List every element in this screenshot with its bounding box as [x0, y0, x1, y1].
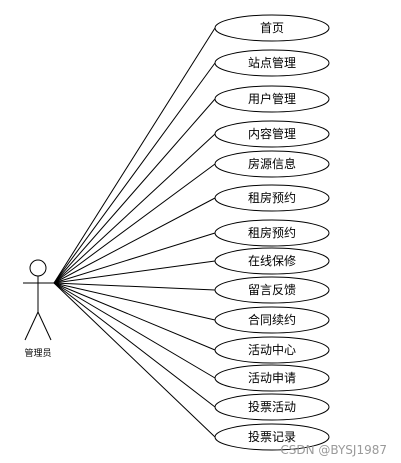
use-case-label: 投票活动 — [248, 399, 296, 414]
actor-left-leg — [24, 311, 39, 341]
association-line — [53, 282, 216, 351]
use-case-node: 活动中心 — [214, 336, 330, 364]
use-case-label: 租房预约 — [248, 225, 296, 240]
use-case-label: 合同续约 — [248, 312, 296, 327]
use-case-node: 合同续约 — [214, 306, 330, 334]
use-case-ellipse — [214, 85, 330, 113]
watermark: CSDN @BYSJ1987 — [280, 443, 387, 457]
use-case-ellipse — [214, 49, 330, 77]
associations — [53, 27, 216, 438]
association-line — [53, 62, 216, 284]
use-case-node: 首页 — [214, 14, 330, 42]
use-case-ellipse — [214, 336, 330, 364]
use-case-node: 房源信息 — [214, 150, 330, 178]
use-case-node: 用户管理 — [214, 85, 330, 113]
use-case-node: 在线保修 — [214, 247, 330, 275]
association-line — [53, 232, 216, 284]
actor-head — [29, 259, 47, 277]
use-case-label: 首页 — [260, 21, 284, 35]
use-case-node: 租房预约 — [214, 184, 330, 212]
association-line — [53, 282, 216, 408]
use-case-node: 投票活动 — [214, 393, 330, 421]
use-case-ellipse — [214, 14, 330, 42]
association-line — [53, 260, 216, 284]
use-case-label: 租房预约 — [248, 190, 296, 205]
use-cases: 首页站点管理用户管理内容管理房源信息租房预约租房预约在线保修留言反馈合同续约活动… — [214, 14, 330, 451]
use-case-node: 内容管理 — [214, 120, 330, 148]
association-line — [53, 282, 216, 291]
association-line — [53, 282, 216, 379]
use-case-node: 站点管理 — [214, 49, 330, 77]
association-line — [53, 27, 216, 284]
use-case-ellipse — [214, 393, 330, 421]
use-case-node: 活动申请 — [214, 364, 330, 392]
use-case-ellipse — [214, 219, 330, 247]
use-case-node: 留言反馈 — [214, 276, 330, 304]
association-line — [53, 197, 216, 284]
use-case-label: 用户管理 — [248, 91, 296, 106]
association-line — [53, 163, 216, 284]
use-case-ellipse — [214, 247, 330, 275]
use-case-label: 活动中心 — [248, 342, 296, 357]
use-case-ellipse — [214, 150, 330, 178]
use-case-ellipse — [214, 276, 330, 304]
use-case-node: 租房预约 — [214, 219, 330, 247]
use-case-ellipse — [214, 184, 330, 212]
actor — [23, 259, 54, 341]
association-line — [53, 98, 216, 284]
use-case-ellipse — [214, 423, 330, 451]
association-line — [53, 282, 216, 438]
use-case-label: 房源信息 — [248, 156, 296, 171]
use-case-label: 活动申请 — [248, 371, 296, 385]
use-case-label: 留言反馈 — [248, 283, 296, 297]
use-case-label: 投票记录 — [248, 429, 296, 444]
use-case-label: 在线保修 — [248, 253, 296, 268]
use-case-ellipse — [214, 306, 330, 334]
actor-right-leg — [37, 311, 52, 341]
use-case-ellipse — [214, 364, 330, 392]
use-case-label: 站点管理 — [248, 55, 296, 70]
use-case-node: 投票记录 — [214, 423, 330, 451]
actor-label: 管理员 — [24, 347, 51, 359]
use-case-label: 内容管理 — [248, 126, 296, 141]
use-case-ellipse — [214, 120, 330, 148]
association-line — [53, 133, 216, 284]
association-line — [53, 282, 216, 321]
